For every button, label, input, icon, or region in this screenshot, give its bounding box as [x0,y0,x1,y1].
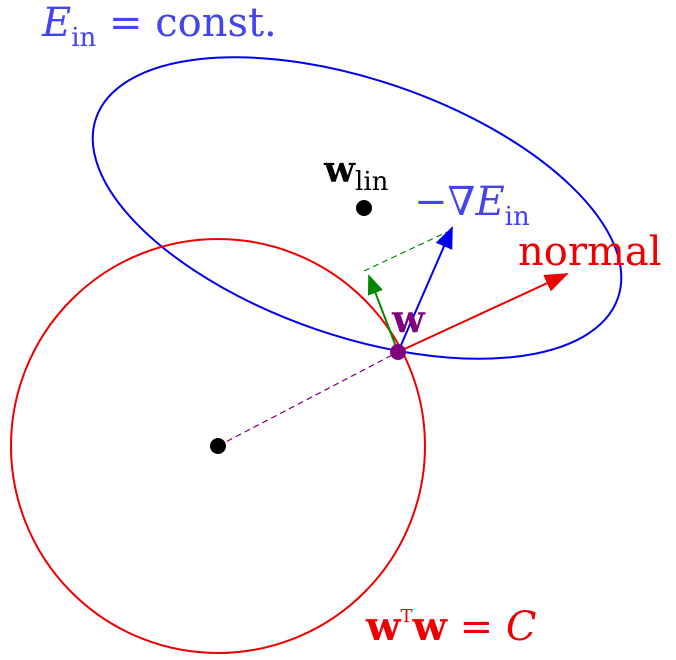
grad-e: E [474,179,504,225]
projection-dashed-line [363,231,448,272]
origin-point [210,438,226,454]
constraint-sup: T [400,606,412,627]
normal-label: normal [518,229,662,275]
grad-prefix: −∇ [414,179,475,225]
projection-arrow [367,274,399,353]
wlin-point [356,200,372,216]
constraint-circle [10,238,426,654]
constraint-eq: = [447,604,506,650]
constraint-label: wTw = C [365,603,536,650]
wlin-sub: lin [355,167,389,197]
origin-to-w-dashed-line [217,351,399,447]
grad-sub: in [505,202,530,232]
normal-arrow [397,273,569,353]
wlin-w: w [323,149,356,191]
w-label: w [391,296,426,341]
neg-gradient-label: −∇Ein [414,179,530,232]
ein-const-rest: = const. [96,0,277,46]
wlin-label: wlin [323,149,389,197]
constraint-w2: w [411,603,448,650]
ein-contour-ellipse [91,56,623,360]
ein-const-e: E [41,0,71,46]
constraint-w1: w [365,603,402,650]
ein-const-sub: in [71,23,96,53]
neg-gradient-arrow [397,226,453,353]
ein-const-label: Ein = const. [41,0,277,53]
constraint-c: C [506,604,537,650]
w-point [390,344,406,360]
